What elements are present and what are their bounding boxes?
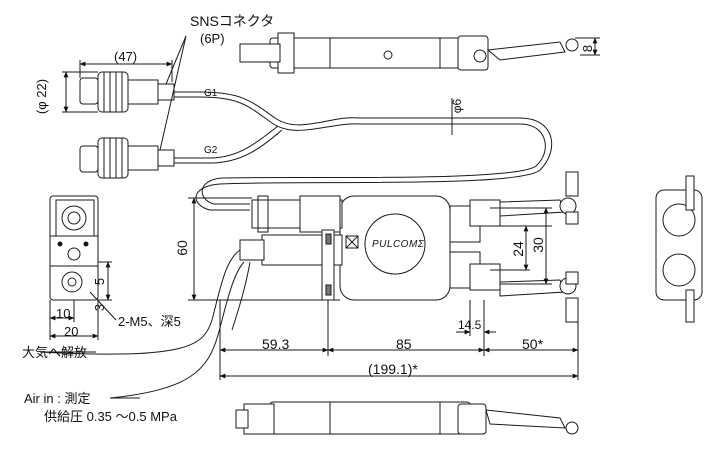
dim-59-3-label: 59.3: [262, 336, 290, 352]
thread-note-label: 2-M5、深5: [118, 314, 181, 329]
sns-pins-label: (6P): [200, 31, 225, 46]
sns-connector-label: SNSコネクタ: [190, 13, 275, 29]
dimension-24-30: [490, 207, 552, 285]
supply-pressure-label: 供給圧 0.35 ～0.5 MPa: [44, 409, 177, 424]
bottom-view: [235, 401, 579, 435]
air-in-label: Air in : 測定: [24, 391, 91, 406]
sns-connectors: [62, 35, 187, 179]
exhaust-label: 大気へ解放: [22, 345, 88, 360]
height-60-label: 60: [173, 240, 190, 256]
dim-50-label: 50*: [522, 336, 544, 352]
connector-length-label: (47): [114, 49, 138, 64]
cables: [174, 91, 553, 211]
dim-5-label: 5: [92, 277, 108, 286]
right-side-view: [655, 175, 703, 323]
dimension-60: [188, 197, 340, 301]
cable-g1-label: G1: [204, 88, 218, 99]
dim-3-label: 3: [92, 303, 108, 312]
pulcom-logo: PULCOMΣ: [372, 239, 425, 250]
dim-10-label: 10: [56, 306, 71, 321]
dim-85-label: 85: [396, 336, 412, 352]
left-side-view: [49, 195, 117, 340]
dim-total-label: (199.1)*: [368, 361, 418, 377]
top-view: [239, 32, 600, 74]
dim-24-label: 24: [509, 241, 526, 257]
dim-20-label: 20: [64, 324, 79, 339]
connector-diameter-label: (φ 22): [34, 78, 50, 115]
dim-30-label: 30: [529, 237, 546, 253]
dim-14-5-label: 14.5: [458, 318, 482, 332]
cable-g2-label: G2: [204, 145, 218, 156]
bottom-dimensions: [219, 300, 579, 380]
cable-diameter-label: φ6: [450, 98, 465, 114]
main-unit: [39, 171, 579, 399]
dim-8-label: 8: [580, 44, 596, 53]
